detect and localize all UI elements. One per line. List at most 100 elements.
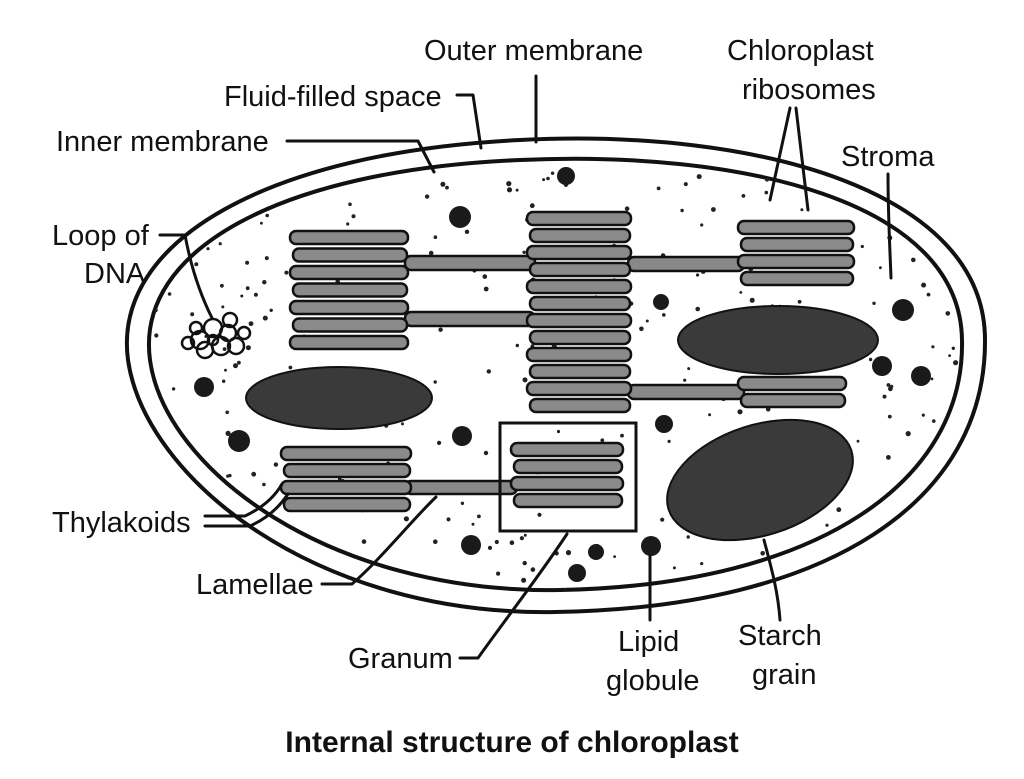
- stroma-dot: [438, 327, 443, 332]
- diagram-caption: Internal structure of chloroplast: [285, 726, 738, 759]
- label-lipid-globule: Lipid globule: [606, 626, 700, 697]
- stroma-dot: [496, 571, 501, 576]
- stroma-dot: [225, 410, 229, 415]
- stroma-dot: [708, 413, 712, 417]
- stroma-dot: [440, 181, 446, 187]
- stroma-dot: [550, 171, 555, 175]
- stroma-dot: [886, 383, 891, 387]
- stroma-dot: [565, 550, 572, 556]
- stroma-dot: [931, 345, 935, 349]
- stroma-dot: [221, 305, 225, 309]
- stroma-dot: [522, 560, 527, 566]
- stroma-dot: [711, 207, 716, 212]
- thylakoid: [739, 392, 847, 409]
- stroma-dot: [868, 357, 873, 362]
- stroma-dot: [749, 297, 755, 303]
- stroma-dot: [218, 242, 222, 246]
- stroma-dot: [856, 439, 860, 443]
- granum-stack: [525, 210, 633, 414]
- lipid-globule: [557, 167, 575, 185]
- stroma-dot: [951, 346, 955, 350]
- lipid-globule: [892, 299, 914, 321]
- stroma-dot: [686, 535, 690, 539]
- stroma-dot: [486, 369, 491, 374]
- stroma-dot: [660, 517, 665, 522]
- thylakoid: [279, 479, 413, 496]
- stroma-dot: [167, 292, 172, 296]
- lamellae-group: [403, 254, 746, 496]
- stroma-dot: [563, 588, 567, 591]
- stroma-dot: [509, 540, 515, 545]
- stroma-dot: [483, 286, 489, 292]
- stroma-dot: [962, 155, 965, 158]
- stroma-dot: [348, 202, 352, 207]
- stroma-dot: [700, 562, 704, 566]
- stroma-dot: [879, 266, 882, 270]
- stroma-dot: [529, 203, 535, 209]
- stroma-dot: [833, 572, 837, 577]
- starch-grain: [666, 418, 854, 542]
- thylakoid: [528, 261, 632, 278]
- stroma-dot: [230, 537, 235, 541]
- thylakoid: [525, 380, 633, 397]
- stroma-dot: [248, 321, 254, 327]
- stroma-dot: [556, 429, 561, 434]
- stroma-dot: [346, 222, 350, 226]
- lipid-globule: [228, 430, 250, 452]
- stroma-dot: [515, 188, 519, 192]
- leader-ribosomes-a: [768, 106, 792, 202]
- lipid-globule: [911, 366, 931, 386]
- stroma-dot: [206, 247, 210, 251]
- thylakoid: [512, 492, 624, 509]
- stroma-dot: [433, 235, 438, 239]
- stroma-dot: [233, 175, 239, 181]
- stroma-dot: [483, 450, 489, 456]
- leader-inner-membrane: [285, 139, 436, 174]
- stroma-dot: [245, 547, 251, 553]
- stroma-dot: [696, 174, 702, 180]
- lamella: [626, 255, 746, 273]
- stroma-dot: [163, 229, 167, 234]
- label-thylakoids: Thylakoids: [52, 507, 191, 539]
- label-outer-membrane: Outer membrane: [424, 35, 643, 67]
- stroma-dot: [471, 522, 475, 526]
- granum-stack: [288, 229, 410, 351]
- thylakoid: [512, 458, 624, 475]
- label-dna-line2: DNA: [84, 258, 146, 290]
- stroma-dot: [926, 292, 931, 297]
- lipid-globule: [568, 564, 586, 582]
- stroma-dot: [220, 283, 224, 288]
- stroma-dot: [245, 286, 250, 291]
- stroma-dot: [948, 354, 951, 357]
- label-lamellae: Lamellae: [196, 569, 314, 601]
- stroma-dot: [231, 557, 236, 563]
- stroma-dot: [161, 500, 164, 504]
- starch-grain: [677, 305, 879, 375]
- stroma-dot: [225, 430, 231, 436]
- stroma-dot: [882, 394, 887, 399]
- stroma-dot: [872, 301, 876, 305]
- stroma-dot: [188, 565, 194, 571]
- lipid-globule: [641, 536, 661, 556]
- lipid-globule: [872, 356, 892, 376]
- label-granum: Granum: [348, 643, 453, 675]
- stroma-dot: [522, 250, 526, 254]
- lipid-globule: [449, 206, 471, 228]
- stroma-dot: [273, 462, 279, 467]
- stroma-dot: [433, 539, 438, 544]
- stroma-dot: [953, 360, 959, 366]
- thylakoid: [288, 334, 410, 351]
- stroma-dot: [240, 294, 244, 298]
- stroma-dot: [154, 333, 159, 338]
- stroma-dot: [942, 227, 946, 231]
- stroma-dot: [940, 184, 945, 190]
- thylakoid: [739, 270, 855, 287]
- stroma-dot: [460, 501, 465, 505]
- lipid-globule: [588, 544, 604, 560]
- label-chloroplast-ribosomes: Chloroplast ribosomes: [727, 35, 882, 106]
- stroma-dot: [264, 256, 269, 261]
- stroma-dot: [932, 419, 936, 423]
- stroma-dot: [194, 262, 199, 267]
- label-ribosomes-line2: ribosomes: [742, 74, 876, 106]
- stroma-dot: [898, 574, 901, 578]
